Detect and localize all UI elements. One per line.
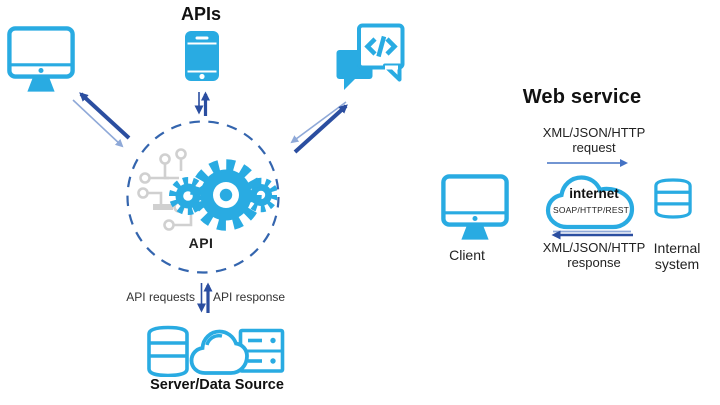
database-icon — [147, 325, 189, 377]
api-hub-graphic — [135, 147, 277, 247]
internal-system-line1: Internal — [653, 240, 701, 256]
internal-system-line2: system — [654, 256, 700, 273]
api-hub-label: API — [188, 235, 214, 251]
api-requests-label: API requests — [126, 290, 195, 304]
ws-request-label: XML/JSON/HTTP request — [532, 125, 656, 156]
ws-request-line2: request — [572, 139, 616, 155]
arrow-hub-to-codechat — [293, 104, 348, 154]
internal-system-label: Internal system — [646, 240, 708, 272]
ws-response-line2: response — [567, 254, 621, 270]
internet-protocols-label: SOAP/HTTP/REST — [552, 205, 629, 215]
smartphone-icon — [183, 29, 221, 83]
internal-system-icon — [652, 176, 694, 221]
gears-icon — [169, 159, 277, 231]
desktop-computer-icon — [6, 25, 76, 95]
client-computer-icon — [440, 173, 510, 243]
server-rack-icon — [238, 328, 285, 373]
client-label: Client — [449, 247, 485, 263]
arrow-codechat-to-hub — [290, 101, 347, 144]
internet-label: internet — [569, 186, 619, 201]
arrow-desktop-to-hub — [72, 99, 124, 148]
ws-response-line1: XML/JSON/HTTP — [542, 240, 646, 255]
ws-response-label: XML/JSON/HTTP response — [532, 240, 656, 271]
apis-title: APIs — [180, 4, 222, 24]
dashed-hub-circle — [126, 120, 280, 274]
server-data-source-label: Server/Data Source — [150, 377, 284, 393]
cloud-icon — [189, 329, 249, 375]
internet-cloud-icon — [543, 171, 637, 233]
code-chat-icon — [334, 23, 405, 91]
ws-request-line1: XML/JSON/HTTP — [542, 125, 646, 140]
api-response-label: API response — [213, 290, 286, 304]
arrow-hub-to-desktop — [79, 92, 131, 140]
web-service-title: Web service — [522, 86, 642, 108]
server-data-source-icon — [145, 321, 287, 377]
